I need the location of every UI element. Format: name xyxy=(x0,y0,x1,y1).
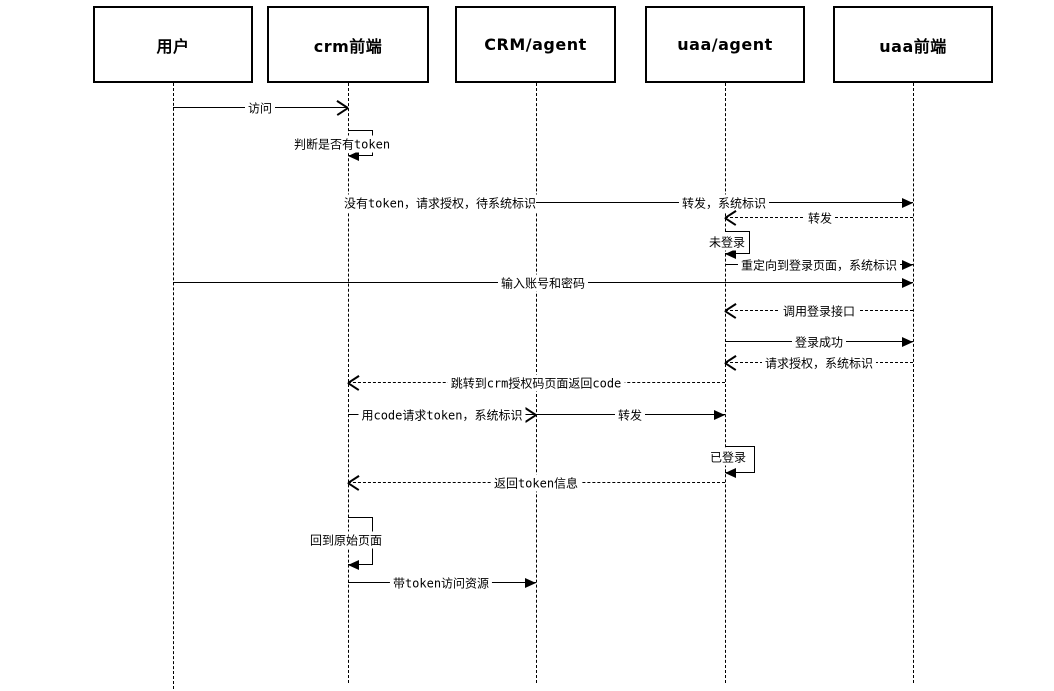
filled-arrowhead-right-icon xyxy=(902,337,913,347)
open-arrowhead-left-icon xyxy=(725,303,738,319)
actor-label: CRM/agent xyxy=(484,35,587,54)
open-arrowhead-left-icon xyxy=(348,375,361,391)
message-label: 带token访问资源 xyxy=(389,574,493,592)
filled-arrowhead-left-icon xyxy=(348,151,359,161)
message-label: 已登录 xyxy=(706,448,750,466)
message-label: 请求授权，系统标识 xyxy=(761,354,877,372)
filled-arrowhead-right-icon xyxy=(902,278,913,288)
lifeline-uaa-agent xyxy=(725,83,726,683)
message-label: 登录成功 xyxy=(791,333,847,351)
actor-label: 用户 xyxy=(156,36,190,56)
filled-arrowhead-right-icon xyxy=(902,198,913,208)
actor-label: uaa前端 xyxy=(879,36,947,56)
open-arrowhead-right-icon xyxy=(335,100,348,116)
filled-arrowhead-right-icon xyxy=(714,410,725,420)
filled-arrowhead-right-icon xyxy=(902,260,913,270)
actor-user: 用户 xyxy=(93,6,253,83)
message-label: 重定向到登录页面，系统标识 xyxy=(737,256,901,274)
message-label: 没有token，请求授权，待系统标识 xyxy=(340,194,540,212)
actor-crm-frontend: crm前端 xyxy=(267,6,429,83)
message-label: 用code请求token，系统标识 xyxy=(358,406,526,424)
message-label: 转发 xyxy=(804,209,836,227)
message-label: 调用登录接口 xyxy=(779,302,859,320)
open-arrowhead-left-icon xyxy=(725,355,738,371)
actor-uaa-agent: uaa/agent xyxy=(645,6,805,83)
message-label: 跳转到crm授权码页面返回code xyxy=(447,374,625,392)
open-arrowhead-left-icon xyxy=(348,475,361,491)
message-label: 判断是否有token xyxy=(290,135,394,153)
open-arrowhead-left-icon xyxy=(725,210,738,226)
message-label: 转发 xyxy=(614,406,646,424)
message-label: 输入账号和密码 xyxy=(497,274,589,292)
filled-arrowhead-left-icon xyxy=(348,560,359,570)
message-label: 回到原始页面 xyxy=(306,531,386,549)
self-loop xyxy=(725,446,755,473)
filled-arrowhead-left-icon xyxy=(725,249,736,259)
actor-crm-agent: CRM/agent xyxy=(455,6,616,83)
filled-arrowhead-right-icon xyxy=(525,578,536,588)
message-label: 转发，系统标识 xyxy=(678,194,770,212)
filled-arrowhead-left-icon xyxy=(725,468,736,478)
lifeline-user xyxy=(173,83,174,689)
message-label: 访问 xyxy=(244,99,276,117)
actor-uaa-frontend: uaa前端 xyxy=(833,6,993,83)
actor-label: crm前端 xyxy=(313,36,383,56)
self-loop xyxy=(725,231,750,254)
lifeline-uaa-frontend xyxy=(913,83,914,683)
actor-label: uaa/agent xyxy=(677,35,773,54)
message-label: 返回token信息 xyxy=(490,474,582,492)
message-label: 未登录 xyxy=(705,233,749,251)
